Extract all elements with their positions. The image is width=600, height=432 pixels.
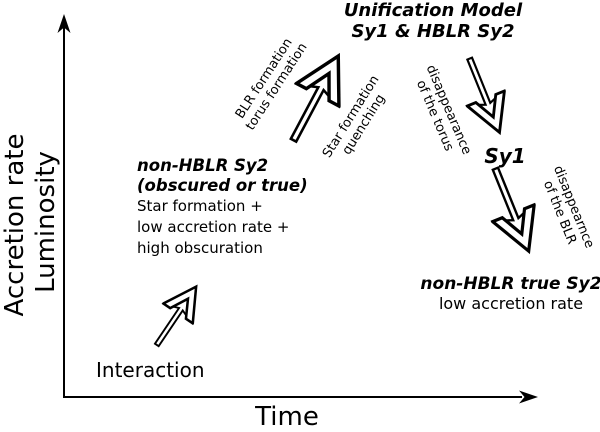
stage-non-hblr-sy2-name-line2: (obscured or true): [137, 176, 308, 195]
diagram-title-line1: Unification Model: [343, 0, 523, 21]
stage-non-hblr-true-sy2-desc: low accretion rate: [438, 294, 584, 313]
stage-non-hblr-sy2-desc-line2: low accretion rate +: [137, 218, 290, 236]
stage-non-hblr-true-sy2-name: non-HBLR true Sy2: [420, 274, 600, 294]
stage-non-hblr-sy2-desc-line3: high obscuration: [137, 239, 263, 257]
stage-non-hblr-true-sy2: non-HBLR true Sy2 low accretion rate: [420, 274, 600, 314]
stage-sy1-label: Sy1: [484, 144, 526, 168]
diagram-title-line2: Sy1 & HBLR Sy2: [351, 21, 515, 42]
stage-interaction-label: Interaction: [96, 358, 205, 382]
x-axis-arrowhead-icon: [519, 390, 538, 404]
stage-non-hblr-sy2-name-line1: non-HBLR Sy2: [137, 156, 269, 175]
stage-non-hblr-sy2: non-HBLR Sy2 (obscured or true) Star for…: [137, 156, 308, 259]
diagram-title: Unification Model Sy1 & HBLR Sy2: [344, 0, 522, 42]
y-axis-label-luminosity: Luminosity: [31, 151, 61, 293]
stage-non-hblr-sy2-desc-line1: Star formation +: [137, 197, 263, 215]
y-axis-label-accretion-rate: Accretion rate: [0, 133, 30, 317]
x-axis-label-time: Time: [255, 402, 319, 432]
y-axis-arrowhead-icon: [57, 14, 71, 33]
